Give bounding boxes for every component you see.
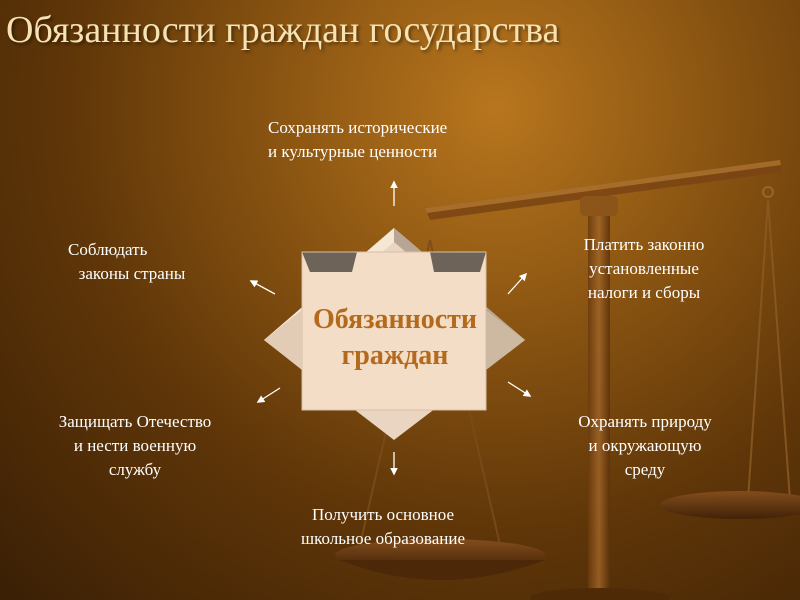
- duty-line: Получить основное: [311, 505, 455, 524]
- duty-line: школьное образование: [301, 529, 465, 548]
- duty-line: установленные: [589, 259, 699, 278]
- duty-line: налоги и сборы: [587, 283, 701, 302]
- page-title: Обязанности граждан государства: [6, 9, 560, 51]
- center-label-line2: граждан: [341, 340, 449, 371]
- duty-line: Охранять природу: [578, 412, 712, 431]
- arrow-up-right: [507, 272, 528, 295]
- duty-line: Платить законно: [583, 235, 705, 254]
- arrow-up-left: [249, 280, 276, 295]
- duty-line: Соблюдать: [68, 240, 148, 259]
- duty-line: среду: [624, 460, 666, 479]
- arrow-down-right: [507, 381, 532, 397]
- duty-line: законы страны: [78, 264, 186, 283]
- duty-line: службу: [108, 460, 162, 479]
- arrow-down-left: [256, 387, 281, 403]
- duty-pay-taxes: Платить законно установленные налоги и с…: [554, 233, 734, 305]
- center-label-line1: Обязанности: [312, 304, 478, 335]
- duty-line: и окружающую: [588, 436, 702, 455]
- duty-obey-laws: Соблюдать законы страны: [50, 238, 214, 286]
- center-label: Обязанности граждан: [300, 302, 490, 374]
- duty-protect-nature: Охранять природу и окружающую среду: [550, 410, 740, 482]
- duty-get-education: Получить основное школьное образование: [268, 503, 498, 551]
- duty-line: и нести военную: [73, 436, 197, 455]
- duty-line: и культурные ценности: [268, 142, 438, 161]
- duty-defend-fatherland: Защищать Отечество и нести военную служб…: [30, 410, 240, 482]
- duty-line: Сохранять исторические: [268, 118, 448, 137]
- duty-line: Защищать Отечество: [58, 412, 212, 431]
- duty-preserve-heritage: Сохранять исторические и культурные ценн…: [268, 116, 447, 164]
